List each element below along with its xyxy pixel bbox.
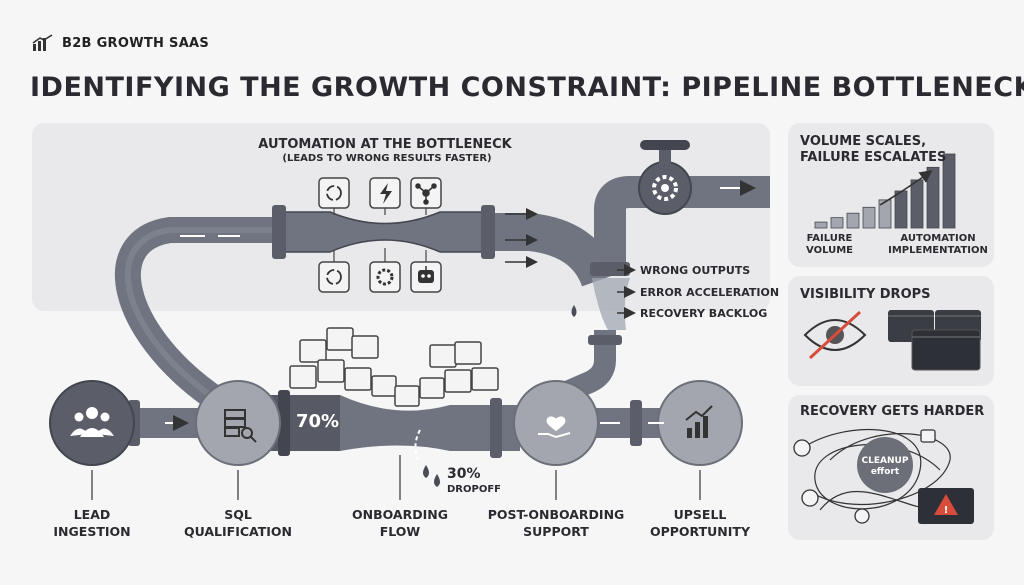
throughput-label: 70% xyxy=(296,411,340,432)
volume-bar xyxy=(878,199,892,229)
label-connectors xyxy=(91,455,701,500)
team-icon xyxy=(70,407,114,437)
valve-stem xyxy=(659,148,671,164)
leak-stream xyxy=(592,278,630,330)
network-icon xyxy=(415,183,437,205)
pipe-flange-right xyxy=(481,205,495,259)
pipe-flange-left xyxy=(272,205,286,259)
top-pipe xyxy=(594,176,770,275)
water-drop xyxy=(571,305,577,317)
recovery-icons xyxy=(793,429,936,524)
growth-logo-icon xyxy=(32,34,53,51)
warning-mark: ! xyxy=(944,505,949,516)
lead-cards-pile xyxy=(289,327,499,407)
eye-icon xyxy=(803,310,867,360)
loop-pipe xyxy=(114,217,293,408)
water-drop xyxy=(423,465,429,478)
cleanup-node xyxy=(857,437,913,493)
main-pipe-3 xyxy=(340,395,520,451)
growth-chart-icon xyxy=(685,405,713,438)
volume-bar xyxy=(830,217,844,229)
page-title: IDENTIFYING THE GROWTH CONSTRAINT: PIPEL… xyxy=(30,72,1024,103)
automation-title: AUTOMATION AT THE BOTTLENECK xyxy=(258,137,512,152)
lightning-icon xyxy=(380,183,392,204)
visibility-title: VISIBILITY DROPS xyxy=(800,287,931,302)
gear-icon-center xyxy=(661,184,669,192)
loop-pipe-highlight xyxy=(124,227,280,398)
stage-node-sql xyxy=(195,380,281,466)
escalation-arrow xyxy=(879,170,933,206)
robot-icon xyxy=(418,266,434,283)
volume-bar xyxy=(814,221,828,229)
dropoff-value: 30% xyxy=(447,466,481,482)
water-drop xyxy=(434,474,440,487)
consequence-error-acceleration: ERROR ACCELERATION xyxy=(640,286,780,299)
warning-icon xyxy=(934,494,958,515)
valve-handle xyxy=(640,140,690,150)
consequence-recovery-backlog: RECOVERY BACKLOG xyxy=(640,307,768,320)
curve-pipe xyxy=(495,213,618,288)
sync-icon xyxy=(326,269,342,285)
brand-name: B2B GROWTH SAAS xyxy=(62,35,210,51)
automation-subtitle: (LEADS TO WRONG RESULTS FASTER) xyxy=(282,153,492,164)
volume-bar xyxy=(926,166,940,229)
stage-node-lead xyxy=(49,380,135,466)
dropoff-label: DROPOFF xyxy=(447,484,501,495)
recovery-title: RECOVERY GETS HARDER xyxy=(800,404,985,419)
bottleneck-pipe xyxy=(274,211,491,253)
tap-flange xyxy=(590,262,630,276)
brand: B2B GROWTH SAAS xyxy=(32,34,209,52)
volume-bar xyxy=(862,206,876,229)
volume-bar xyxy=(846,212,860,229)
volume-bar xyxy=(910,179,924,229)
volume-title: VOLUME SCALES, FAILURE ESCALATES xyxy=(800,134,947,165)
flange-c xyxy=(490,398,502,458)
onboarding-leak xyxy=(414,429,421,461)
consequence-wrong-outputs: WRONG OUTPUTS xyxy=(640,264,751,277)
dark-window-icons xyxy=(888,310,981,371)
gear-icon xyxy=(652,175,678,201)
database-search-icon xyxy=(224,409,257,443)
return-pipe xyxy=(555,330,616,406)
automation-panel xyxy=(32,123,770,311)
flange-d xyxy=(630,400,642,446)
sync-icon xyxy=(326,185,342,201)
icon-connectors xyxy=(333,208,427,262)
return-flange xyxy=(588,335,622,345)
heart-hand-icon xyxy=(538,416,571,439)
flange-b xyxy=(278,390,290,456)
volume-bar xyxy=(942,153,956,229)
volume-bar xyxy=(894,190,908,229)
gear-icon xyxy=(376,268,394,286)
